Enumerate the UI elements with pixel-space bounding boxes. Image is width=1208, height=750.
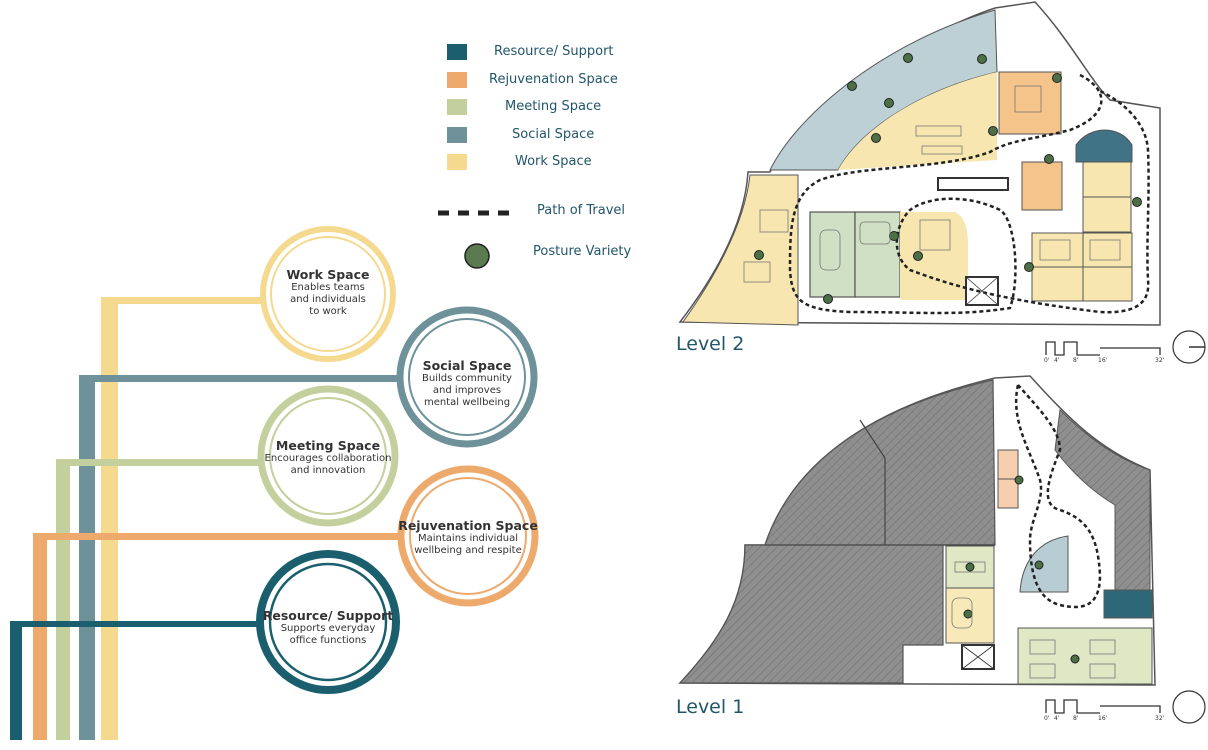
scale-tick-4-l1: 4' (1054, 715, 1060, 722)
branch-resource (10, 621, 260, 627)
branch-social (79, 375, 401, 382)
rejuvenation-space-title: Rejuvenation Space (398, 518, 538, 533)
legend-label-work: Work Space (515, 154, 592, 169)
scale-tick-8: 8' (1073, 357, 1079, 364)
scale-tick-32-l1: 32' (1155, 715, 1165, 722)
scale-tick-0-l1: 0' (1044, 715, 1050, 722)
trunk-meeting (56, 459, 70, 740)
level-2-work-zone-upper (838, 72, 997, 170)
branch-meeting (56, 459, 259, 466)
scale-tick-8-l1: 8' (1073, 715, 1079, 722)
trunk-resource (10, 624, 22, 740)
circle-social (396, 306, 538, 448)
level-2-furniture (743, 85, 1121, 283)
level-1-resource-room (1103, 589, 1153, 619)
legend-label-meeting: Meeting Space (505, 99, 602, 114)
level-1-open-meeting (1017, 627, 1153, 685)
level-1-path-of-travel (1014, 384, 1102, 609)
rejuvenation-space-node: Rejuvenation Space Maintains individual … (398, 518, 538, 557)
resource-support-desc-1: Supports everyday (280, 623, 376, 634)
meeting-space-desc-2: and innovation (290, 465, 366, 476)
level-2-path-of-travel (788, 73, 1150, 315)
trunk-social (79, 375, 95, 740)
legend-swatch-rejuvenation (447, 72, 467, 88)
rejuvenation-space-desc-1: Maintains individual (418, 533, 518, 544)
level-2-rejuvenation-upper (998, 71, 1062, 135)
legend-label-posture: Posture Variety (533, 244, 632, 259)
circle-meeting (257, 385, 399, 527)
legend-label-social: Social Space (512, 127, 595, 142)
level-2-meeting-room-2 (854, 211, 901, 298)
work-space-desc-3: to work (309, 306, 347, 317)
circle-resource (256, 550, 400, 694)
scale-tick-4: 4' (1054, 357, 1060, 364)
level-1-social-stair (1019, 535, 1069, 593)
level-1-plan (678, 375, 1156, 686)
level-1-scale-bar (1045, 699, 1161, 714)
legend-swatch-social (447, 127, 467, 143)
level-1-north-arrow (1172, 690, 1206, 724)
work-space-node: Work Space Enables teams and individuals… (263, 267, 393, 318)
level-2-scale-bar (1045, 341, 1161, 356)
legend-label-resource: Resource/ Support (494, 44, 614, 59)
branch-rejuvenation (33, 533, 403, 540)
social-space-title: Social Space (422, 358, 512, 373)
scale-tick-16: 16' (1098, 357, 1108, 364)
scale-tick-0: 0' (1044, 357, 1050, 364)
level-2-rejuvenation-right (1021, 161, 1063, 211)
trunk-work (101, 297, 118, 740)
posture-variety-dot (464, 243, 490, 269)
space-tree (10, 226, 539, 740)
level-2-reception-desk (937, 177, 1009, 191)
legend-swatch-meeting (447, 99, 467, 115)
meeting-space-desc-1: Encourages collaboration (264, 453, 392, 464)
scale-tick-16-l1: 16' (1098, 715, 1108, 722)
meeting-space-node: Meeting Space Encourages collaboration a… (258, 438, 398, 477)
legend-label-rejuvenation: Rejuvenation Space (489, 72, 618, 87)
level-2-resource-dome (1075, 129, 1133, 163)
level-1-posture-dots (963, 475, 1080, 664)
social-space-desc-3: mental wellbeing (423, 397, 511, 408)
branch-work (101, 297, 261, 304)
circle-work (260, 226, 396, 362)
level-2-plan (678, 1, 1161, 326)
level-2-work-zone-center (900, 212, 969, 300)
work-space-desc-1: Enables teams (291, 282, 365, 293)
social-space-desc-1: Builds community (422, 373, 512, 384)
meeting-space-title: Meeting Space (275, 438, 381, 453)
level-1-label: Level 1 (676, 696, 745, 718)
legend-label-path: Path of Travel (537, 203, 625, 218)
rejuvenation-space-desc-2: wellbeing and respite (414, 545, 522, 556)
level-2-scale-labels: 0' 4' 8' 16' 32' (1042, 357, 1167, 367)
level-2-work-zone-left (682, 174, 799, 326)
level-2-label: Level 2 (676, 333, 745, 355)
resource-support-node: Resource/ Support Supports everyday offi… (262, 608, 394, 647)
level-1-scale-labels: 0' 4' 8' 16' 32' (1042, 715, 1167, 725)
social-space-desc-2: and improves (432, 385, 502, 396)
legend-swatch-resource (447, 44, 467, 60)
trunk-rejuvenation (33, 536, 47, 740)
floor-plans (678, 1, 1206, 724)
resource-support-desc-2: office functions (289, 635, 367, 646)
social-space-node: Social Space Builds community and improv… (400, 358, 534, 409)
legend-symbols (438, 210, 516, 269)
level-1-furniture (951, 561, 1116, 679)
scale-tick-32: 32' (1155, 357, 1165, 364)
work-space-title: Work Space (286, 267, 370, 282)
work-space-desc-2: and individuals (290, 294, 366, 305)
level-2-posture-dots (754, 53, 1142, 304)
legend-swatch-work (447, 154, 467, 170)
circle-rejuvenation (397, 465, 539, 607)
level-2-meeting-room-1 (809, 211, 856, 298)
resource-support-title: Resource/ Support (262, 608, 394, 623)
